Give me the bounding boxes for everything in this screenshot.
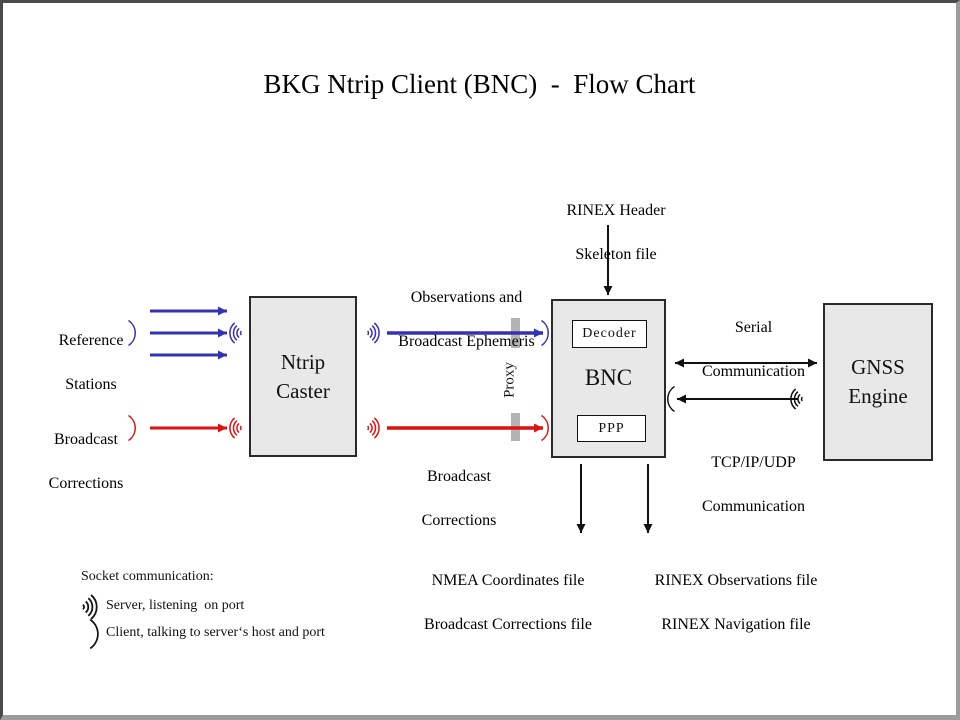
label-reference-stations: Reference Stations [23, 308, 143, 418]
label-line: Skeleton file [575, 246, 657, 263]
page-title: BKG Ntrip Client (BNC) - Flow Chart [263, 69, 696, 99]
server-socket-icon-caster-corr-in [229, 417, 243, 439]
label-corrections-stream: Broadcast Corrections [381, 444, 521, 554]
legend-client-label: Client, talking to server‘s host and por… [106, 625, 325, 640]
label-line: Broadcast Ephemeris [398, 333, 535, 350]
label-serial-communication: Serial Communication [663, 295, 828, 405]
label-line: Broadcast [427, 468, 491, 485]
label-line: Observations and [410, 289, 523, 306]
label-line: Corrections [421, 512, 497, 529]
label-line: Communication [701, 498, 806, 515]
label-line: Communication [701, 363, 806, 380]
server-socket-icon-caster-obs-in [229, 322, 243, 344]
label-broadcast-corrections-in: Broadcast Corrections [13, 407, 143, 517]
label-proxy: Proxy [501, 362, 518, 398]
node-ntrip-caster: Ntrip Caster [249, 296, 357, 457]
label-line: Broadcast Corrections file [424, 616, 592, 633]
label-line: NMEA Coordinates file [431, 572, 585, 589]
node-label: GNSS [851, 355, 905, 379]
node-label: Engine [848, 384, 908, 408]
node-label: Ntrip [280, 349, 326, 374]
node-label: Caster [276, 378, 330, 403]
label-rinex-header: RINEX Header Skeleton file [523, 178, 693, 288]
node-gnss-engine: GNSS Engine [823, 303, 933, 461]
label-line: TCP/IP/UDP [711, 454, 796, 471]
label-line: RINEX Navigation file [661, 616, 811, 633]
node-label: BNC [584, 365, 633, 390]
node-bnc: Decoder BNC PPP [551, 299, 666, 458]
label-observations-stream: Observations and Broadcast Ephemeris [366, 265, 551, 375]
arrows-reference-stations [150, 306, 227, 360]
node-decoder: Decoder [572, 320, 647, 348]
label-line: Broadcast [54, 431, 118, 448]
label-line: Reference [58, 332, 124, 349]
legend-server-label: Server, listening on port [106, 598, 245, 613]
proxy-bar-bottom [511, 413, 520, 441]
label-nmea-output: NMEA Coordinates file Broadcast Correcti… [395, 548, 605, 658]
client-socket-icon-bnc-corr [540, 414, 549, 442]
server-socket-icon-caster-corr-out [366, 417, 380, 439]
client-socket-icon-legend [89, 618, 99, 650]
label-line: Serial [734, 319, 773, 336]
label-rinex-output: RINEX Observations file RINEX Navigation… [623, 548, 833, 658]
node-ppp: PPP [577, 415, 646, 442]
label-line: RINEX Header [566, 202, 666, 219]
label-tcp-communication: TCP/IP/UDP Communication [663, 430, 828, 540]
label-line: Stations [65, 376, 117, 393]
legend-heading: Socket communication: [81, 569, 214, 584]
server-socket-icon-legend [82, 594, 98, 620]
label-line: Corrections [48, 475, 124, 492]
label-line: RINEX Observations file [654, 572, 818, 589]
